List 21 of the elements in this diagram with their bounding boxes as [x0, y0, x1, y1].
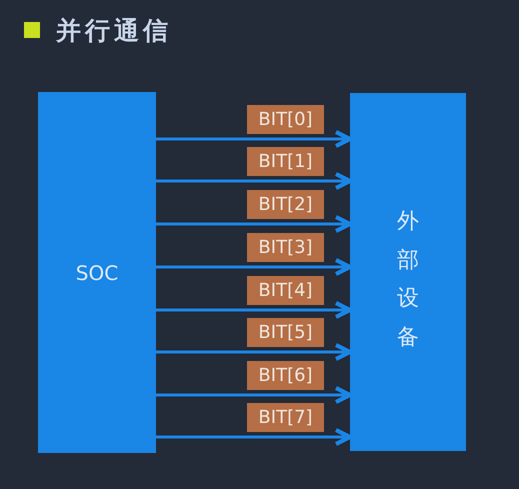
box-label: SOC: [76, 260, 118, 284]
edge-label: BIT[4]: [247, 276, 324, 305]
edge-label: BIT[7]: [247, 403, 324, 432]
soc-box: [38, 92, 156, 453]
arrow: [156, 428, 352, 446]
edge-label: BIT[2]: [247, 190, 324, 219]
edge-label: BIT[3]: [247, 233, 324, 262]
edge-label: BIT[0]: [247, 105, 324, 134]
edge-label: BIT[6]: [247, 361, 324, 390]
arrow: [156, 300, 352, 320]
edge-label: BIT[5]: [247, 318, 324, 347]
arrow: [156, 214, 352, 234]
title: 并行通信: [56, 15, 172, 47]
arrow: [156, 386, 352, 404]
arrow: [156, 130, 352, 148]
box-label: 外部设备: [397, 208, 419, 352]
edge-label: BIT[1]: [247, 147, 324, 176]
arrow: [156, 258, 352, 276]
arrow: [156, 172, 352, 190]
device-box: [350, 93, 466, 451]
arrow: [156, 342, 352, 362]
